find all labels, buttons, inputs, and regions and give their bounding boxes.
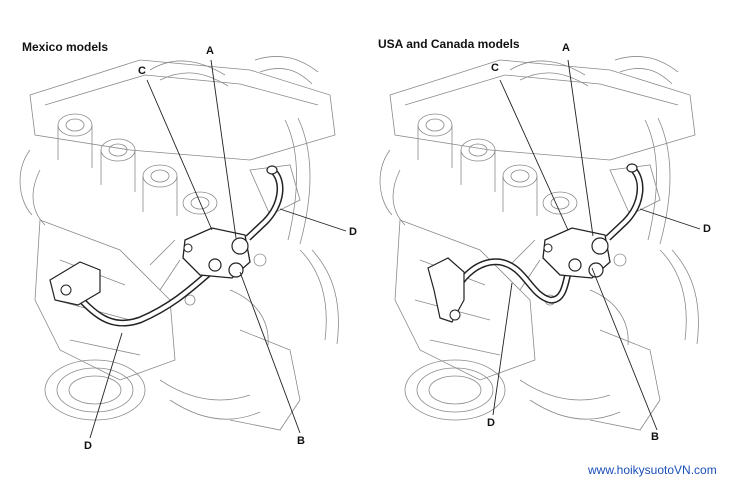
mexico-panel-art	[19, 56, 347, 439]
callout-d-lower: D	[84, 440, 92, 452]
callout-a: A	[206, 45, 214, 57]
callout-b: B	[297, 435, 305, 447]
callout-b: B	[651, 431, 659, 443]
callout-c: C	[491, 62, 499, 74]
usa-canada-panel-art	[379, 56, 701, 431]
callout-c: C	[138, 65, 146, 77]
callout-d-upper: D	[703, 223, 711, 235]
panel-title-mexico: Mexico models	[22, 40, 109, 54]
callout-d-lower: D	[487, 417, 495, 429]
watermark: www.hoikysuotoVN.com	[588, 463, 717, 477]
callout-d-upper: D	[349, 226, 357, 238]
panel-title-usa-canada: USA and Canada models	[378, 37, 520, 51]
callout-a: A	[562, 42, 570, 54]
